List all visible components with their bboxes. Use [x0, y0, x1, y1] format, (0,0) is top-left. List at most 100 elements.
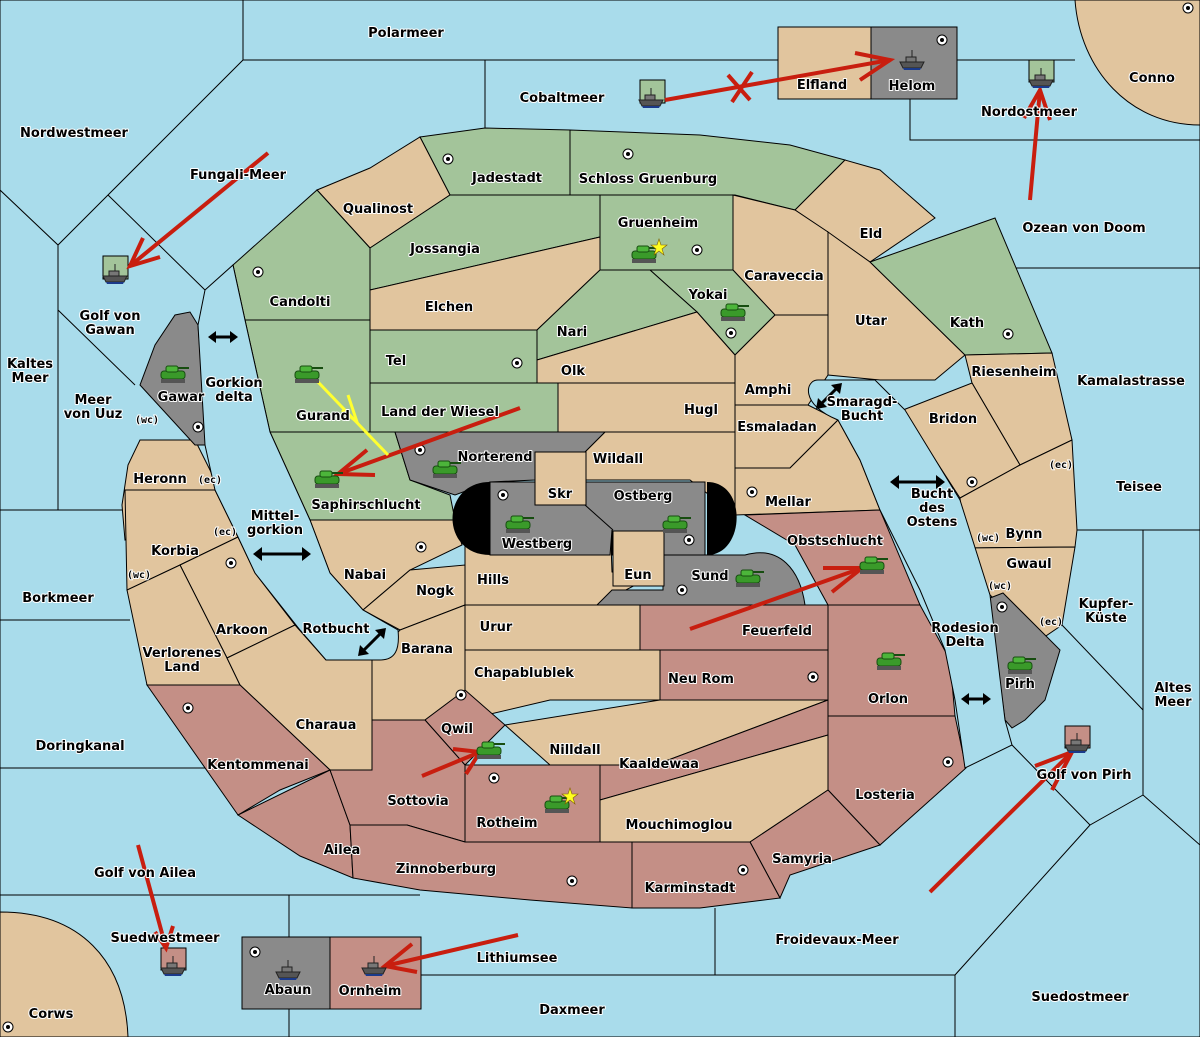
label-bridon: Bridon: [929, 412, 977, 427]
fleet-unit-icon[interactable]: [899, 50, 925, 70]
double-arrow-icon: [208, 331, 238, 343]
supply-center-icon: [252, 266, 264, 278]
units: [102, 50, 1090, 980]
label-tel: Tel: [386, 354, 406, 369]
supply-center-icon: [497, 489, 509, 501]
territory-gruenheim[interactable]: [599, 194, 734, 271]
territory-corws[interactable]: [0, 911, 129, 1037]
army-unit-icon[interactable]: [505, 515, 534, 533]
fleet-unit-icon[interactable]: [361, 956, 387, 976]
supply-center-icon: [737, 864, 749, 876]
label-conno: Conno: [1129, 71, 1175, 86]
label-froidevaux-meer: Froidevaux-Meer: [775, 933, 899, 948]
army-unit-icon[interactable]: [662, 515, 691, 533]
coast-marker-wc: (wc): [988, 581, 1012, 592]
order-move-arrow: [664, 58, 891, 102]
label-saphirschlucht: Saphirschlucht: [311, 498, 420, 513]
fleet-unit-icon[interactable]: [102, 264, 128, 284]
label-nari: Nari: [557, 325, 588, 340]
label-samyria: Samyria: [772, 852, 832, 867]
label-jadestadt: Jadestadt: [471, 171, 542, 186]
supply-center-icon: [1182, 2, 1194, 14]
order-support-head: [341, 394, 361, 427]
sea-gorkion-channel[interactable]: [197, 264, 399, 661]
fleet-unit-icon[interactable]: [1064, 733, 1090, 753]
double-arrow-icon: [890, 475, 945, 489]
label-charaua: Charaua: [296, 718, 357, 733]
label-esmaladan: Esmaladan: [737, 420, 817, 435]
army-unit-icon[interactable]: [294, 365, 323, 383]
order-arrowhead: [126, 237, 161, 270]
army-unit-icon[interactable]: [314, 470, 343, 488]
order-arrowhead: [1022, 85, 1052, 121]
army-unit-icon[interactable]: [476, 741, 505, 759]
label-candolti: Candolti: [270, 295, 331, 310]
coast-marker-wc: (wc): [135, 415, 159, 426]
label-hills: Hills: [477, 573, 509, 588]
label-orlon: Orlon: [868, 692, 908, 707]
label-korbia: Korbia: [151, 544, 199, 559]
label-norterend: Norterend: [457, 450, 532, 465]
territory-kentommenai[interactable]: [146, 684, 331, 816]
impassable-west: [452, 482, 490, 555]
territory-eld[interactable]: [794, 159, 936, 263]
army-unit-icon[interactable]: [859, 556, 888, 574]
territory-karminstadt[interactable]: [631, 841, 781, 909]
label-fungali-meer: Fungali-Meer: [190, 168, 287, 183]
territory-skr[interactable]: [534, 451, 587, 506]
label-neu-rom: Neu Rom: [668, 672, 734, 687]
army-unit-icon[interactable]: [432, 460, 461, 478]
label-sund: Sund: [691, 569, 728, 584]
label-elchen: Elchen: [425, 300, 473, 315]
label-westberg: Westberg: [502, 537, 572, 552]
army-unit-icon[interactable]: [720, 303, 749, 321]
fleet-unit-icon[interactable]: [160, 956, 186, 976]
order-move-arrow: [337, 406, 521, 476]
label-smaragd-bucht: Smaragd-Bucht: [827, 395, 898, 424]
coast-marker-ec: (ec): [1039, 617, 1063, 628]
order-failed-x: [726, 70, 754, 104]
territory-elfland[interactable]: [777, 26, 872, 100]
supply-center-icon: [566, 875, 578, 887]
label-elfland: Elfland: [797, 78, 847, 93]
territory-conno[interactable]: [1074, 0, 1200, 126]
label-urur: Urur: [480, 620, 513, 635]
army-unit-icon[interactable]: [160, 365, 189, 383]
label-chapablublek: Chapablublek: [474, 666, 574, 681]
territory-eun[interactable]: [612, 530, 665, 587]
label-cobaltmeer: Cobaltmeer: [520, 91, 605, 106]
label-zinnoberburg: Zinnoberburg: [396, 862, 496, 877]
supply-center-icon: [936, 34, 948, 46]
coast-marker-ec: (ec): [213, 527, 237, 538]
double-arrow-icon: [816, 383, 842, 409]
territory-sund[interactable]: [595, 552, 806, 606]
order-move-arrow: [136, 844, 168, 949]
army-unit-icon[interactable]: [1007, 656, 1036, 674]
supply-center-icon: [225, 557, 237, 569]
coast-marker-ec: (ec): [198, 475, 222, 486]
supply-center-icon: [676, 584, 688, 596]
double-arrow-icon: [961, 693, 991, 705]
sea-bucht-des-ostens[interactable]: [807, 379, 1013, 769]
supply-center-icon: [725, 327, 737, 339]
supply-center-icon: [2, 1021, 14, 1033]
supply-center-icon: [746, 486, 758, 498]
coast-marker-wc: (wc): [976, 533, 1000, 544]
army-unit-icon[interactable]: [735, 569, 764, 587]
label-qwil: Qwil: [441, 722, 473, 737]
fleet-unit-icon[interactable]: [1028, 68, 1054, 88]
label-arkoon: Arkoon: [216, 623, 268, 638]
label-suedostmeer: Suedostmeer: [1031, 990, 1129, 1005]
fleet-unit-icon[interactable]: [275, 960, 301, 980]
label-lithiumsee: Lithiumsee: [477, 951, 558, 966]
label-mouchimoglou: Mouchimoglou: [626, 818, 733, 833]
fleet-unit-icon[interactable]: [638, 88, 664, 108]
label-gruenheim: Gruenheim: [618, 216, 698, 231]
label-mittel-gorkion: Mittel-gorkion: [247, 509, 303, 538]
army-unit-icon[interactable]: [876, 652, 905, 670]
label-daxmeer: Daxmeer: [539, 1003, 605, 1018]
